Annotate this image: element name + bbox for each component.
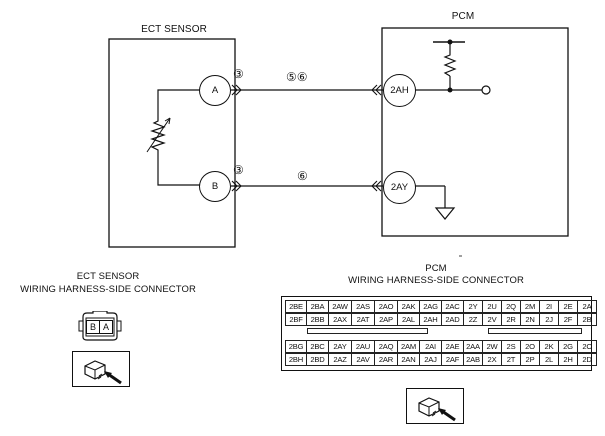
pcm-connector-pin: 2BG: [285, 340, 307, 353]
pcm-connector-pin: 2AM: [397, 340, 420, 353]
thermistor-arrow: [146, 117, 171, 153]
chevron-pcm-2ay: [371, 180, 382, 192]
pcm-pin-2ay: 2AY: [383, 171, 416, 204]
wire-upper-markers: ⑤⑥: [286, 70, 308, 84]
pcm-connector-pin: 2A: [577, 300, 597, 313]
pcm-connector-pin: 2BC: [306, 340, 329, 353]
pcm-connector-pin: 2V: [482, 313, 502, 326]
pull-up-resistor: [443, 42, 457, 77]
chevron-ect-a: [231, 84, 242, 96]
pcm-connector-pin: 2I: [539, 300, 559, 313]
pcm-connector-key: [488, 328, 582, 334]
pcm-connector-pin: 2AP: [374, 313, 398, 326]
pcm-connector-pin: 2Q: [501, 300, 521, 313]
pcm-connector-pin: 2Z: [463, 313, 483, 326]
pcm-connector-pin: 2BB: [306, 313, 329, 326]
ground-symbol: [434, 207, 456, 220]
ect-sensor-title: ECT SENSOR: [141, 24, 207, 35]
pcm-connector-pin: 2BH: [285, 353, 307, 366]
pcm-connector-pin: 2T: [501, 353, 521, 366]
pcm-connector-pin: 2U: [482, 300, 502, 313]
connector-probe-icon-ect: [72, 351, 130, 387]
pcm-connector-key: [307, 328, 428, 334]
pcm-connector-pin: 2D: [577, 353, 597, 366]
ect-pin-a: A: [199, 75, 231, 106]
pcm-connector-pin: 2H: [558, 353, 578, 366]
ect-pin-b: B: [199, 171, 231, 202]
pcm-connector-pin: 2G: [558, 340, 578, 353]
pcm-connector-pin: 2AX: [328, 313, 352, 326]
pcm-connector-pin: 2AO: [374, 300, 398, 313]
pcm-connector-pin: 2AL: [397, 313, 420, 326]
ect-sensor-box: [108, 38, 236, 248]
pcm-connector-title-2: WIRING HARNESS-SIDE CONNECTOR: [348, 275, 524, 286]
pcm-connector-pin: 2S: [501, 340, 521, 353]
pcm-connector-pin: 2AW: [328, 300, 352, 313]
pcm-connector-pin: 2AC: [441, 300, 464, 313]
pcm-connector-pin: 2AD: [441, 313, 464, 326]
pcm-connector-pin: 2AV: [351, 353, 375, 366]
pcm-connector-pin: 2O: [520, 340, 540, 353]
pcm-connector-pin: 2M: [520, 300, 540, 313]
pcm-connector-pin: 2AS: [351, 300, 375, 313]
pcm-connector-pin: 2AT: [351, 313, 375, 326]
pcm-connector-pin: 2BD: [306, 353, 329, 366]
pcm-connector-pin: 2W: [482, 340, 502, 353]
wire-lower-markers: ⑥: [297, 169, 308, 183]
ect-connector-pin-b: B: [86, 320, 100, 334]
pcm-box: [381, 27, 569, 237]
pcm-connector-pin: 2N: [520, 313, 540, 326]
ect-connector-title-1: ECT SENSOR: [76, 271, 140, 282]
pcm-connector-pin: 2E: [558, 300, 578, 313]
pcm-pin-2ah: 2AH: [383, 74, 416, 107]
thermistor-symbol: [150, 89, 200, 186]
pcm-connector-pin: 2AG: [419, 300, 442, 313]
pcm-connector-pin: 2AB: [463, 353, 483, 366]
pcm-connector-pin: 2AQ: [374, 340, 398, 353]
pcm-connector-pin: 2AY: [328, 340, 352, 353]
pcm-connector-pin: 2K: [539, 340, 559, 353]
pcm-connector-pin: 2AE: [441, 340, 464, 353]
ect-connector-pin-a: A: [99, 320, 113, 334]
pcm-connector-pin: 2AF: [441, 353, 464, 366]
pcm-connector-pin: 2AH: [419, 313, 442, 326]
chevron-pcm-2ah: [371, 84, 382, 96]
pcm-connector-pin: 2B: [577, 313, 597, 326]
pcm-title: PCM: [451, 11, 475, 22]
pcm-connector-pin: 2X: [482, 353, 502, 366]
pcm-connector-pin: 2AI: [419, 340, 442, 353]
pcm-output-terminal: [481, 85, 491, 95]
pcm-connector-pin: 2AJ: [419, 353, 442, 366]
pcm-connector-pin: 2AK: [397, 300, 420, 313]
ref-marker-a: ③: [233, 67, 244, 81]
pcm-connector-pin: 2F: [558, 313, 578, 326]
chevron-ect-b: [231, 180, 242, 192]
connector-probe-icon-pcm: [406, 388, 464, 424]
pcm-connector-pin: 2R: [501, 313, 521, 326]
ref-marker-b: ③: [233, 163, 244, 177]
pcm-connector-pin: 2J: [539, 313, 559, 326]
pcm-connector-pin: 2AA: [463, 340, 483, 353]
pcm-connector-title-1: PCM: [425, 263, 447, 274]
pcm-connector-pin: 2BA: [306, 300, 329, 313]
pcm-connector-pin: 2BF: [285, 313, 307, 326]
pcm-connector-pin: 2AN: [397, 353, 420, 366]
pcm-connector-pin: 2AU: [351, 340, 375, 353]
pcm-connector-pin: 2L: [539, 353, 559, 366]
pcm-connector-pin: 2BE: [285, 300, 307, 313]
pcm-connector-pin: 2AR: [374, 353, 398, 366]
pcm-connector-pin: 2Y: [463, 300, 483, 313]
pcm-connector-pin: 2C: [577, 340, 597, 353]
pcm-connector-pin: 2P: [520, 353, 540, 366]
ect-connector-title-2: WIRING HARNESS-SIDE CONNECTOR: [20, 284, 196, 295]
ect-connector: B A: [77, 311, 123, 341]
pcm-connector-pin: 2AZ: [328, 353, 352, 366]
